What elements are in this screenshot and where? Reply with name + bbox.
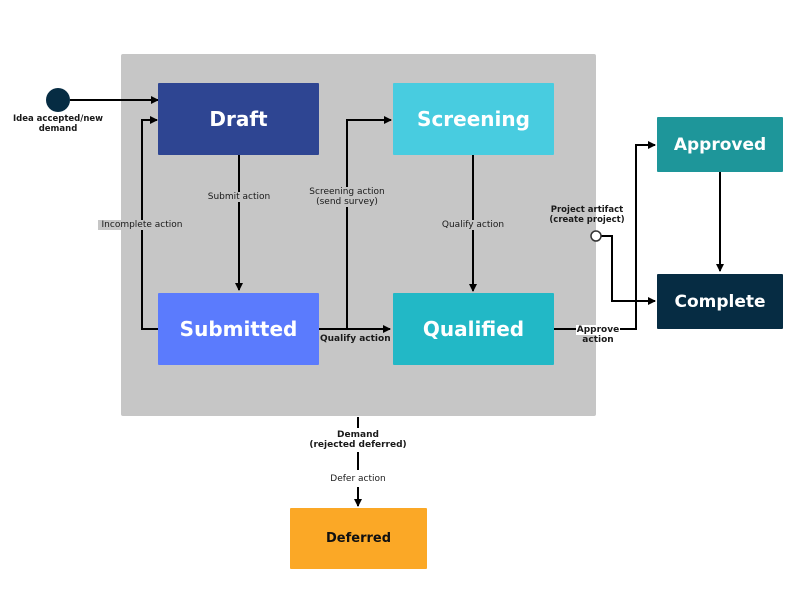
label-incomplete-action: Incomplete action <box>98 220 186 230</box>
arrow-artifact-to-complete <box>601 235 656 305</box>
label-screening-action: Screening action (send survey) <box>304 187 390 207</box>
start-label-line1: Idea accepted/new <box>12 114 104 124</box>
state-screening[interactable]: Screening <box>393 83 554 155</box>
start-label: Idea accepted/new demand <box>5 114 111 134</box>
state-deferred[interactable]: Deferred <box>290 508 427 569</box>
state-deferred-label: Deferred <box>325 531 392 546</box>
state-complete[interactable]: Complete <box>657 274 783 329</box>
state-draft-label: Draft <box>209 107 268 131</box>
artifact-node <box>590 230 602 242</box>
state-screening-label: Screening <box>417 107 530 131</box>
start-label-line2: demand <box>38 124 78 134</box>
state-qualified-label: Qualified <box>422 317 525 341</box>
label-qualify-action-vertical: Qualify action <box>440 220 506 230</box>
start-node <box>46 88 70 112</box>
state-qualified[interactable]: Qualified <box>393 293 554 365</box>
state-submitted-label: Submitted <box>179 317 298 341</box>
state-draft[interactable]: Draft <box>158 83 319 155</box>
label-approve-action: Approve action <box>576 325 620 345</box>
label-project-artifact: Project artifact (create project) <box>549 205 625 225</box>
state-approved[interactable]: Approved <box>657 117 783 172</box>
state-submitted[interactable]: Submitted <box>158 293 319 365</box>
state-approved-label: Approved <box>673 134 767 155</box>
state-complete-label: Complete <box>674 291 766 312</box>
arrow-submitted-to-screening <box>319 116 392 330</box>
label-defer-action: Defer action <box>324 474 392 484</box>
label-qualify-action-horizontal: Qualify action <box>320 334 391 344</box>
label-demand: Demand (rejected deferred) <box>309 430 407 450</box>
label-submit-action: Submit action <box>203 192 275 202</box>
